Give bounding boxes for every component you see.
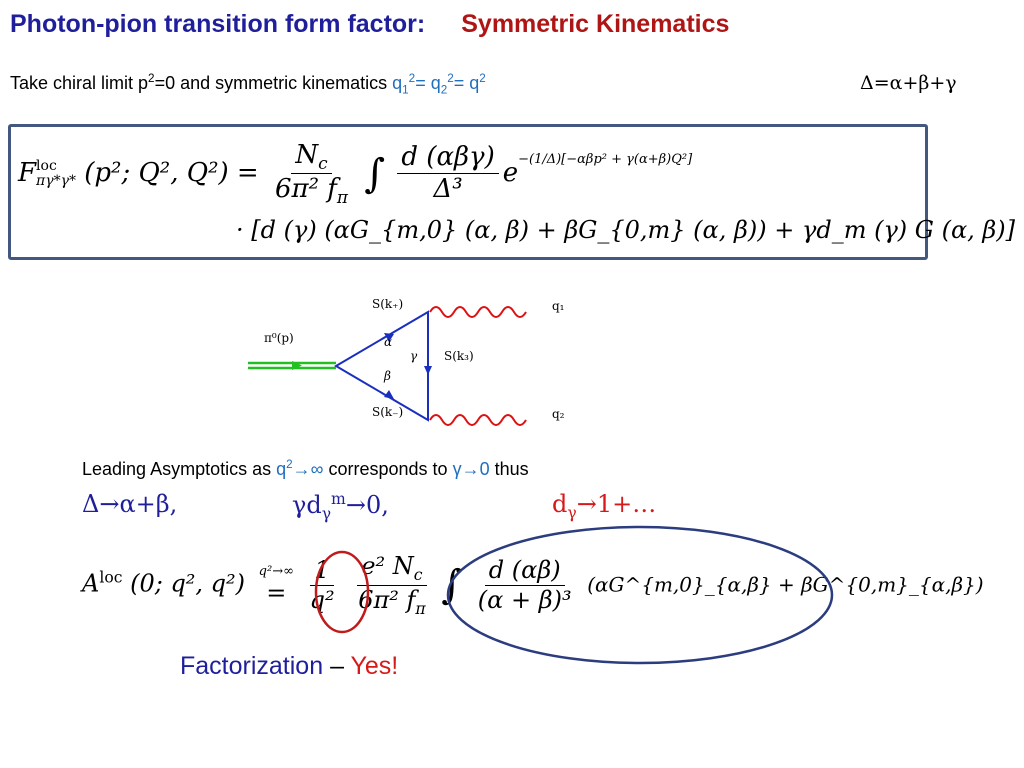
limit3-post: →1+… — [576, 490, 657, 518]
f-lhs-sup: loc — [36, 157, 57, 174]
a-frac-measure: d (αβ)(α + β)³ — [474, 556, 576, 615]
asymptotics-line: Leading Asymptotics as q2→∞ corresponds … — [82, 458, 529, 480]
asym-q-letter: q — [276, 459, 287, 479]
q1-diagram-label: q₁ — [552, 299, 565, 313]
a-integral: ∫ — [441, 562, 463, 608]
quark-triangle — [334, 310, 429, 422]
subtitle-kinematics: q12= q22= q2 — [392, 72, 486, 97]
f-frac2-num: d (αβγ) — [397, 142, 499, 175]
gamma-label: γ — [410, 349, 418, 363]
f-frac1-num: N — [295, 140, 319, 170]
subtitle-text2: =0 and symmetric kinematics — [154, 73, 393, 93]
a-frac1-num: 1 — [310, 556, 334, 586]
a-tail: (αG^{m,0}_{α,β} + βG^{0,m}_{α,β}) — [587, 572, 984, 597]
f-frac1-num-sub: c — [318, 153, 328, 174]
a-eq: = — [266, 578, 287, 607]
a-frac3-den: (α + β)³ — [477, 585, 572, 614]
q2-sub: 2 — [440, 83, 448, 97]
q1-sub: 1 — [402, 83, 409, 97]
a-frac1-den: q² — [309, 585, 335, 614]
asym-q-exp: 2 — [286, 458, 293, 471]
limit2-sub: γ — [321, 504, 332, 523]
f-frac-measure: d (αβγ)Δ³ — [397, 142, 499, 205]
asym-text3: thus — [489, 459, 529, 479]
photon-line-q2 — [429, 414, 527, 426]
photon-line-q1 — [429, 306, 527, 318]
a-frac2-den: 6π² f — [358, 585, 416, 614]
subtitle-line: Take chiral limit p2=0 and symmetric kin… — [10, 72, 486, 97]
asym-arrow-inf: →∞ — [292, 459, 324, 479]
alpha-label: α — [384, 335, 392, 349]
a-limit-eq: q²→∞= — [259, 564, 294, 607]
factorization-answer: Yes! — [350, 652, 399, 680]
limit-delta: Δ→α+β, — [82, 490, 178, 518]
exp-base: e — [502, 157, 519, 188]
a-limit: q²→∞ — [258, 563, 294, 579]
a-frac2-num-sub: c — [413, 565, 423, 584]
limit2-sup: m — [331, 490, 346, 508]
a-frac2-den-sub: π — [415, 599, 426, 618]
integral-sign: ∫ — [364, 150, 386, 197]
subtitle-text: Take chiral limit p — [10, 73, 149, 93]
limit3-sub: γ — [567, 503, 577, 522]
formula-box — [8, 124, 928, 260]
slide-title: Photon-pion transition form factor: Symme… — [10, 10, 729, 39]
a-lhs-sup: loc — [99, 568, 123, 587]
q2-diagram-label: q₂ — [552, 407, 565, 421]
a-frac2-num: e² N — [361, 552, 414, 580]
eq2: = q — [453, 73, 480, 93]
f-args: (p²; Q², Q²) = — [84, 157, 259, 188]
limit2-pre: γd — [292, 491, 322, 519]
beta-label: β — [383, 369, 391, 383]
asym-q: q2→∞ — [276, 458, 324, 479]
formula-line-2: · [d (γ) (αG_{m,0} (α, β) + βG_{0,m} (α,… — [236, 216, 1016, 244]
a-frac3-num: d (αβ) — [484, 556, 565, 586]
arrow-upper-icon — [384, 333, 394, 342]
feynman-diagram: π⁰(p) S(k₊) S(k₋) S(k₃) α β γ q₁ q₂ — [248, 297, 565, 426]
f-frac2-den: Δ³ — [433, 174, 463, 205]
limit3-pre: d — [552, 490, 568, 518]
f-frac1-den-sub: π — [336, 187, 349, 208]
f-frac1-den: 6π² f — [274, 174, 337, 205]
f-lhs-sub: πγ*γ* — [36, 172, 76, 189]
sk-minus-label: S(k₋) — [372, 405, 403, 419]
limit-gamma-dm: γdγm→0, — [292, 490, 389, 523]
subtitle-p-exp: 2 — [148, 72, 155, 85]
factorization-dash: – — [323, 652, 351, 680]
limit-d-gamma: dγ→1+… — [552, 490, 656, 522]
asym-arrow-zero: →0 — [461, 459, 490, 479]
q1-exp: 2 — [408, 72, 416, 85]
a-lhs: A — [82, 569, 100, 598]
arrow-lower-icon — [384, 390, 394, 399]
f-lhs: F — [18, 157, 37, 188]
exponent: −(1/Δ)[−αβp² + γ(α+β)Q²] — [518, 151, 693, 167]
asym-text2: corresponds to — [323, 459, 453, 479]
eq1: = q — [415, 73, 441, 93]
arrow-vertical-icon — [424, 366, 432, 375]
q2-exp: 2 — [447, 72, 454, 85]
a-args: (0; q², q²) — [130, 569, 246, 598]
factorization-line: Factorization – Yes! — [180, 652, 398, 681]
sk3-label: S(k₃) — [444, 349, 474, 363]
limit2-post: →0, — [345, 491, 389, 519]
factorization-label: Factorization — [180, 652, 324, 680]
asym-text1: Leading Asymptotics as — [82, 459, 277, 479]
delta-definition: Δ=α+β+γ — [860, 72, 957, 94]
sk-plus-label: S(k₊) — [372, 297, 403, 311]
q-exp: 2 — [479, 72, 486, 85]
q1-label: q — [392, 73, 403, 93]
asym-gamma: γ→0 — [453, 459, 490, 479]
asym-gamma-letter: γ — [452, 459, 462, 479]
title-secondary: Symmetric Kinematics — [461, 10, 730, 38]
pion-arrow-icon — [292, 361, 302, 370]
pion-label: π⁰(p) — [264, 331, 294, 345]
title-main: Photon-pion transition form factor: — [10, 10, 426, 38]
